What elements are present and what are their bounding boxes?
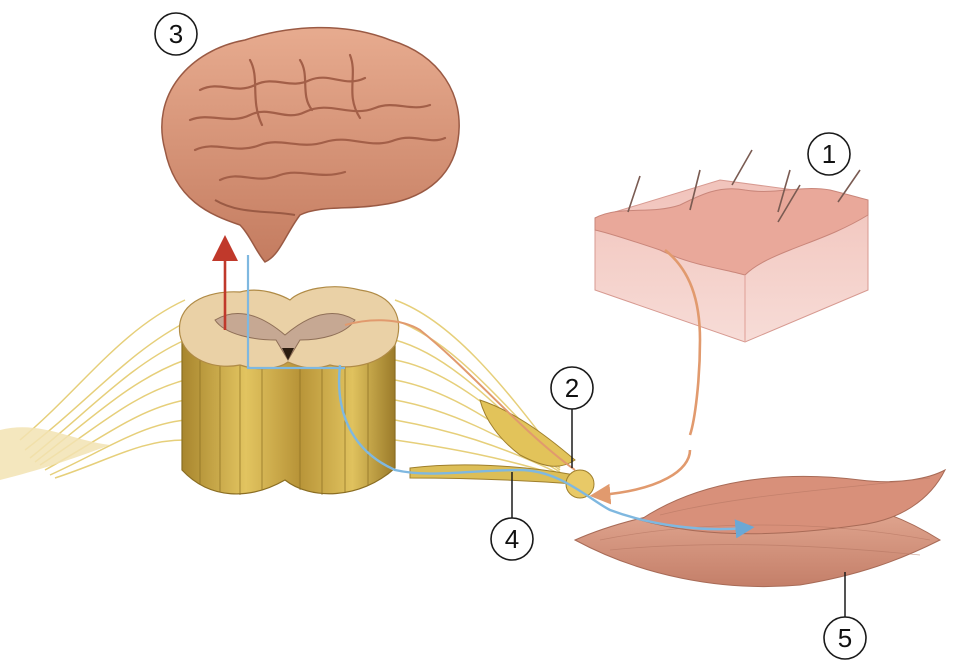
skin-block-illustration bbox=[595, 150, 868, 342]
muscle-illustration bbox=[575, 470, 945, 587]
callout-1: 1 bbox=[808, 133, 850, 175]
callout-2-label: 2 bbox=[565, 373, 579, 403]
callout-4-label: 4 bbox=[505, 524, 519, 554]
callout-1-label: 1 bbox=[822, 139, 836, 169]
spinal-cord-illustration bbox=[179, 287, 398, 495]
callout-3: 3 bbox=[155, 13, 197, 55]
callout-4: 4 bbox=[491, 518, 533, 560]
callout-5-label: 5 bbox=[838, 623, 852, 653]
callout-2: 2 bbox=[551, 367, 593, 409]
callout-5: 5 bbox=[824, 617, 866, 659]
brain-illustration bbox=[162, 28, 459, 262]
callout-3-label: 3 bbox=[169, 19, 183, 49]
